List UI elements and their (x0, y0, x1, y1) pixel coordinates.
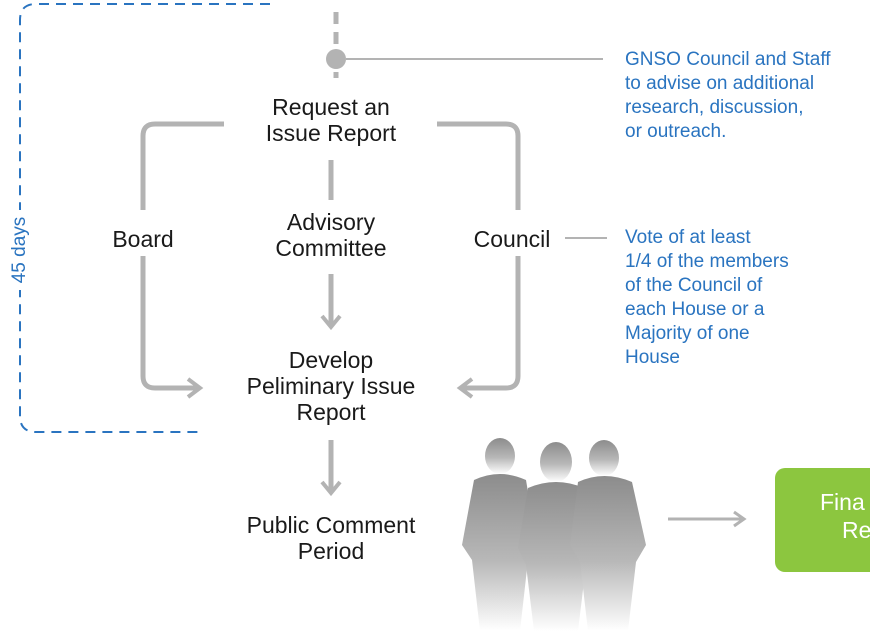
gnso-note-line1: GNSO Council and Staff (625, 49, 831, 70)
timeline-dashed-bracket (19, 3, 270, 433)
develop-issue-report-node: Develop Peliminary Issue Report (216, 347, 446, 425)
develop-line1: Develop (288, 347, 374, 373)
council-node: Council (473, 226, 551, 252)
council-path-top (437, 121, 521, 210)
final-box-line1: Fina (820, 489, 865, 515)
vote-note-line2: 1/4 of the members (625, 251, 789, 272)
advisory-line2: Committee (275, 235, 387, 261)
advisory-develop-arrowhead (320, 314, 342, 331)
board-path-bottom (140, 256, 198, 391)
public-comment-node: Public Comment Period (216, 512, 446, 564)
gnso-advise-note: GNSO Council and Staff to advise on addi… (625, 48, 831, 144)
council-arrowhead (456, 377, 474, 399)
council-vote-note: Vote of at least 1/4 of the members of t… (625, 226, 789, 370)
vote-note-line6: House (625, 347, 680, 368)
gnso-note-line4: or outreach. (625, 121, 727, 142)
final-issue-report-box: Fina Re (775, 468, 870, 572)
final-arrowhead (733, 510, 747, 528)
council-path-bottom (462, 256, 521, 391)
request-line2: Issue Report (265, 120, 397, 146)
develop-line2: Peliminary Issue (246, 373, 416, 399)
public-line2: Period (297, 538, 365, 564)
request-line1: Request an (272, 94, 390, 120)
vote-note-line3: of the Council of (625, 275, 763, 296)
gnso-note-line2: to advise on additional (625, 73, 815, 94)
board-node: Board (112, 226, 174, 252)
board-path-top (140, 121, 224, 210)
advisory-committee-node: Advisory Committee (241, 209, 421, 261)
public-line1: Public Comment (246, 512, 416, 538)
request-issue-report-node: Request an Issue Report (226, 94, 436, 146)
timeline-days-label: 45 days (8, 210, 32, 290)
develop-line3: Report (296, 399, 366, 425)
board-arrowhead (186, 377, 204, 399)
vote-note-line4: each House or a (625, 299, 765, 320)
junction-dot (326, 49, 346, 69)
develop-public-arrowhead (320, 480, 342, 497)
people-silhouette-icon (462, 438, 646, 631)
vote-note-line5: Majority of one (625, 323, 750, 344)
advisory-line1: Advisory (286, 209, 376, 235)
gnso-note-line3: research, discussion, (625, 97, 804, 118)
vote-note-line1: Vote of at least (625, 227, 751, 248)
final-box-line2: Re (842, 517, 870, 543)
